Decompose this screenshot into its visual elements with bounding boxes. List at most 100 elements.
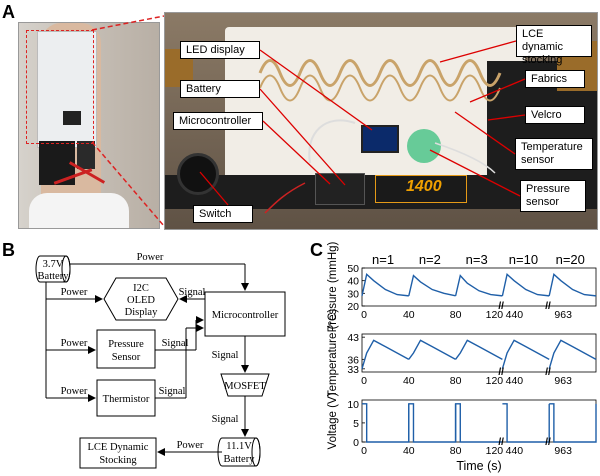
x-tick-label: 40 (403, 445, 415, 457)
y-axis-label: Voltage (V) (327, 392, 339, 449)
zoom-connectors (91, 15, 165, 227)
series-line (408, 274, 456, 297)
x-axis-label: Time (s) (456, 459, 501, 473)
cycle-label: n=2 (419, 252, 441, 267)
oled-display (361, 125, 399, 153)
series-line (501, 339, 550, 370)
series-line (501, 273, 550, 297)
y-tick-label: 5 (353, 418, 359, 430)
lipo-battery: 1400 (375, 175, 467, 203)
microcontroller-label: Microcontroller (212, 310, 279, 321)
series-line (549, 403, 597, 443)
axis-break: // (498, 437, 504, 448)
lce-label-2: Stocking (99, 455, 137, 466)
x-tick-label: 963 (554, 375, 572, 387)
y-tick-label: 33 (347, 364, 359, 376)
series-line (548, 273, 597, 297)
y-tick-label: 20 (347, 301, 359, 313)
x-tick-label: 120 (486, 309, 504, 321)
label-signal-oled: Signal (179, 287, 206, 298)
y-tick-label: 50 (347, 263, 359, 275)
y-tick-label: 36 (347, 354, 359, 366)
mosfet-label: MOSFET (224, 381, 266, 392)
battery-37-label-2: Battery (38, 271, 70, 282)
plot-frame (361, 399, 597, 443)
cycle-label: n=3 (466, 252, 488, 267)
oled-label-1: I2C (133, 283, 149, 294)
panel-label-c: C (310, 240, 323, 260)
axis-break: // (545, 367, 551, 378)
pressure-sensor-label-1: Pressure (108, 339, 144, 350)
x-tick-label: 0 (361, 375, 367, 387)
cycle-label: n=10 (509, 252, 538, 267)
y-tick-label: 10 (347, 399, 359, 411)
callout-led-display: LED display (180, 41, 260, 59)
axis-break: // (498, 367, 504, 378)
x-tick-label: 40 (403, 375, 415, 387)
callout-switch: Switch (193, 205, 253, 223)
lce-label-1: LCE Dynamic (88, 442, 149, 453)
x-tick-label: 120 (486, 375, 504, 387)
callout-fabrics: Fabrics (525, 70, 585, 88)
x-tick-label: 440 (506, 309, 524, 321)
battery-print: 1400 (406, 178, 442, 195)
label-power-top: Power (137, 252, 164, 263)
panel-label-b: B (2, 240, 15, 260)
x-tick-label: 963 (554, 445, 572, 457)
plot-frame (361, 267, 597, 307)
series-line (362, 403, 410, 443)
y-tick-label: 43 (347, 332, 359, 344)
plot-frame (361, 333, 597, 373)
panel-label-a: A (2, 2, 15, 22)
x-tick-label: 80 (450, 445, 462, 457)
x-tick-label: 80 (450, 309, 462, 321)
pressure-sensor-label-2: Sensor (112, 352, 141, 363)
series-line (361, 273, 409, 297)
x-tick-label: 120 (486, 445, 504, 457)
series-line (361, 339, 410, 370)
callout-pressure-sensor: Pressure sensor (520, 180, 586, 212)
series-line (454, 403, 503, 443)
series-line (455, 339, 503, 360)
series-line (408, 403, 457, 443)
y-tick-label: 30 (347, 288, 359, 300)
y-axis-label: Pressure (mmHg) (327, 241, 339, 332)
axis-break: // (545, 301, 551, 312)
cycle-label: n=20 (556, 252, 585, 267)
y-tick-label: 40 (347, 276, 359, 288)
callout-microcontroller: Microcontroller (173, 112, 263, 130)
x-tick-label: 40 (403, 309, 415, 321)
label-signal-battery: Signal (212, 414, 239, 425)
callout-battery: Battery (180, 80, 260, 98)
label-signal-mosfet: Signal (212, 350, 239, 361)
switch-knob (177, 153, 219, 195)
pressure-sensor-disc (407, 129, 441, 163)
series-line (502, 403, 550, 443)
label-power-thermistor: Power (61, 386, 88, 397)
x-tick-label: 80 (450, 375, 462, 387)
thermistor-label: Thermistor (103, 394, 150, 405)
battery-111-label-2: Battery (224, 454, 256, 465)
x-tick-label: 963 (554, 309, 572, 321)
battery-111-label-1: 11.1V (226, 441, 252, 452)
label-signal-pressure: Signal (162, 338, 189, 349)
callout-velcro: Velcro (525, 106, 585, 124)
series-line (454, 274, 503, 297)
x-tick-label: 0 (361, 309, 367, 321)
label-signal-thermistor: Signal (159, 386, 186, 397)
axis-break: // (545, 437, 551, 448)
x-tick-label: 440 (506, 375, 524, 387)
callout-pointers (199, 40, 526, 206)
label-power-pressure: Power (61, 338, 88, 349)
series-line (548, 339, 597, 370)
x-tick-label: 440 (506, 445, 524, 457)
label-power-oled: Power (61, 287, 88, 298)
callout-temperature-sensor: Temperature sensor (515, 138, 593, 170)
x-tick-label: 0 (361, 445, 367, 457)
oled-label-2: OLED (127, 295, 155, 306)
block-diagram: 3.7V Battery Power Power Power Power I2C… (35, 252, 286, 469)
label-power-lce: Power (177, 440, 204, 451)
series-line (408, 339, 456, 360)
y-axis-label: Temperature (°C) (327, 309, 339, 397)
